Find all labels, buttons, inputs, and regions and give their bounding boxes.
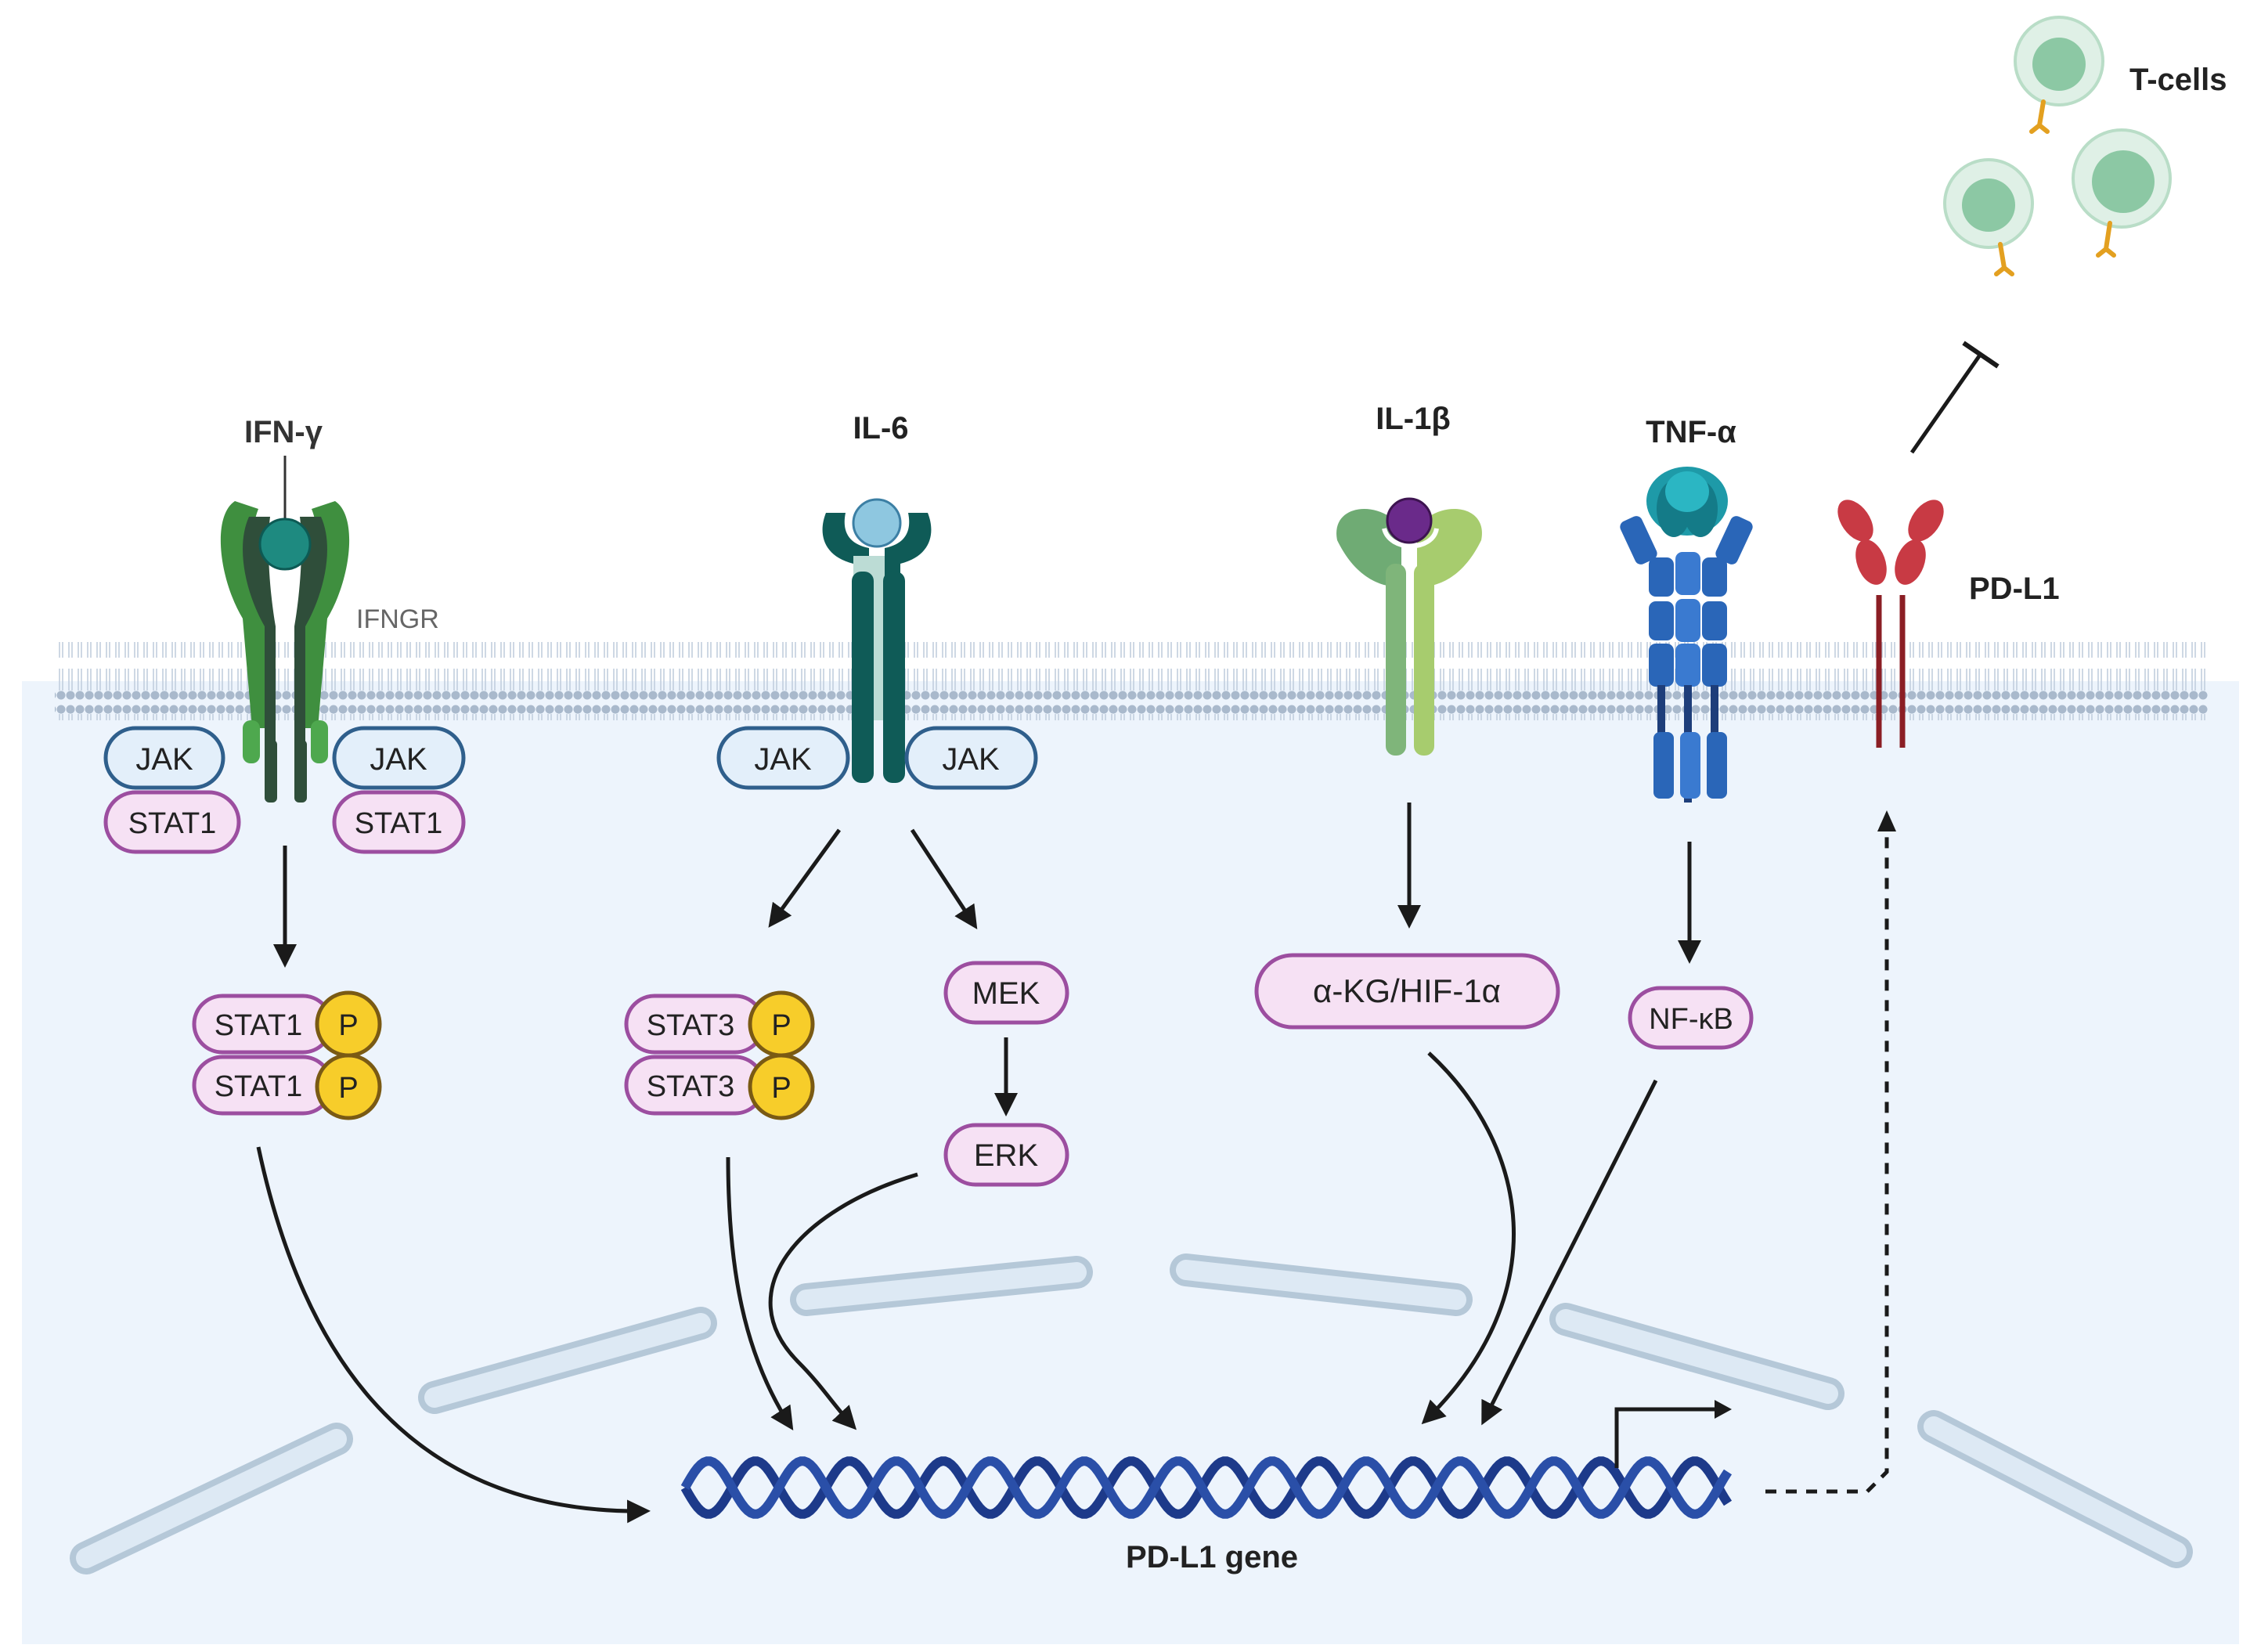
svg-text:STAT1: STAT1 [215,1009,303,1042]
pdl1-protein-label: PD-L1 [1969,572,2060,606]
tnfa-label: TNF-α [1646,415,1736,449]
svg-text:JAK: JAK [370,742,427,777]
svg-text:P: P [338,1072,358,1105]
svg-text:P: P [771,1009,791,1042]
svg-text:STAT3: STAT3 [647,1009,735,1042]
svg-text:STAT3: STAT3 [647,1070,735,1103]
jak-right-ifngr: JAK [332,726,466,790]
svg-text:MEK: MEK [972,976,1040,1011]
svg-text:ERK: ERK [974,1138,1039,1173]
nuclear-envelope [70,1253,2193,1574]
il6-receptor [822,513,932,783]
jak-right-il6r: JAK [904,726,1038,790]
ifngr-label: IFNGR [356,604,439,634]
il6-ligand [852,498,902,548]
svg-text:STAT1: STAT1 [215,1070,303,1103]
stat1-left: STAT1 [103,790,241,854]
ifng-label: IFN-γ [244,415,323,449]
svg-text:JAK: JAK [754,742,812,777]
ifng-ligand [258,518,312,571]
pdl1-gene-dna [680,1456,1733,1519]
tnfa-ligand [1646,467,1728,537]
il1b-ligand [1386,497,1433,544]
svg-text:P: P [338,1009,358,1042]
svg-text:STAT1: STAT1 [128,807,217,840]
transcription-start-arrow [1614,1400,1732,1468]
pdl1-gene-label: PD-L1 gene [1126,1540,1298,1574]
svg-text:JAK: JAK [135,742,193,777]
t-cell [2014,16,2104,134]
arrow-akg-gene [1421,1051,1516,1425]
il1r-receptor [1336,509,1482,756]
cell-membrane [55,642,2208,720]
arrow-il6-stat3 [768,828,842,928]
tnfr-receptor [1620,516,1753,803]
pdl1-protein [1837,500,1944,748]
erk-node: ERK [943,1123,1069,1187]
nfkb-node: NF-κB [1628,986,1754,1050]
stat1-p-dimer: STAT1 STAT1 P P [192,990,382,1120]
svg-text:JAK: JAK [942,742,1000,777]
arrow-erk-gene [768,1172,918,1430]
jak-left-il6r: JAK [716,726,850,790]
tcells-label: T-cells [2129,63,2227,97]
expression-dashed-arrow [1765,810,1896,1494]
jak-left-ifngr: JAK [103,726,225,790]
il6-label: IL-6 [853,411,908,445]
arrow-il6-mek [910,828,978,930]
svg-text:STAT1: STAT1 [355,807,443,840]
akg-hif1a-node: α-KG/HIF-1α [1254,953,1560,1030]
arrow-nfkb-gene [1481,1079,1658,1426]
stat3-p-dimer: STAT3 STAT3 P P [624,990,815,1120]
stat1-right: STAT1 [332,790,466,854]
svg-text:α-KG/HIF-1α: α-KG/HIF-1α [1313,972,1501,1009]
inhibition-pdl1-tcells [1909,341,2000,454]
t-cell [2072,128,2172,258]
svg-text:NF-κB: NF-κB [1649,1003,1733,1036]
arrow-stat1-gene [256,1146,651,1524]
t-cell [1943,158,2034,276]
svg-text:P: P [771,1072,791,1105]
il1b-label: IL-1β [1376,402,1451,436]
arrow-stat3-gene [726,1156,794,1431]
mek-node: MEK [943,961,1069,1025]
ifngr-receptor [220,501,350,803]
